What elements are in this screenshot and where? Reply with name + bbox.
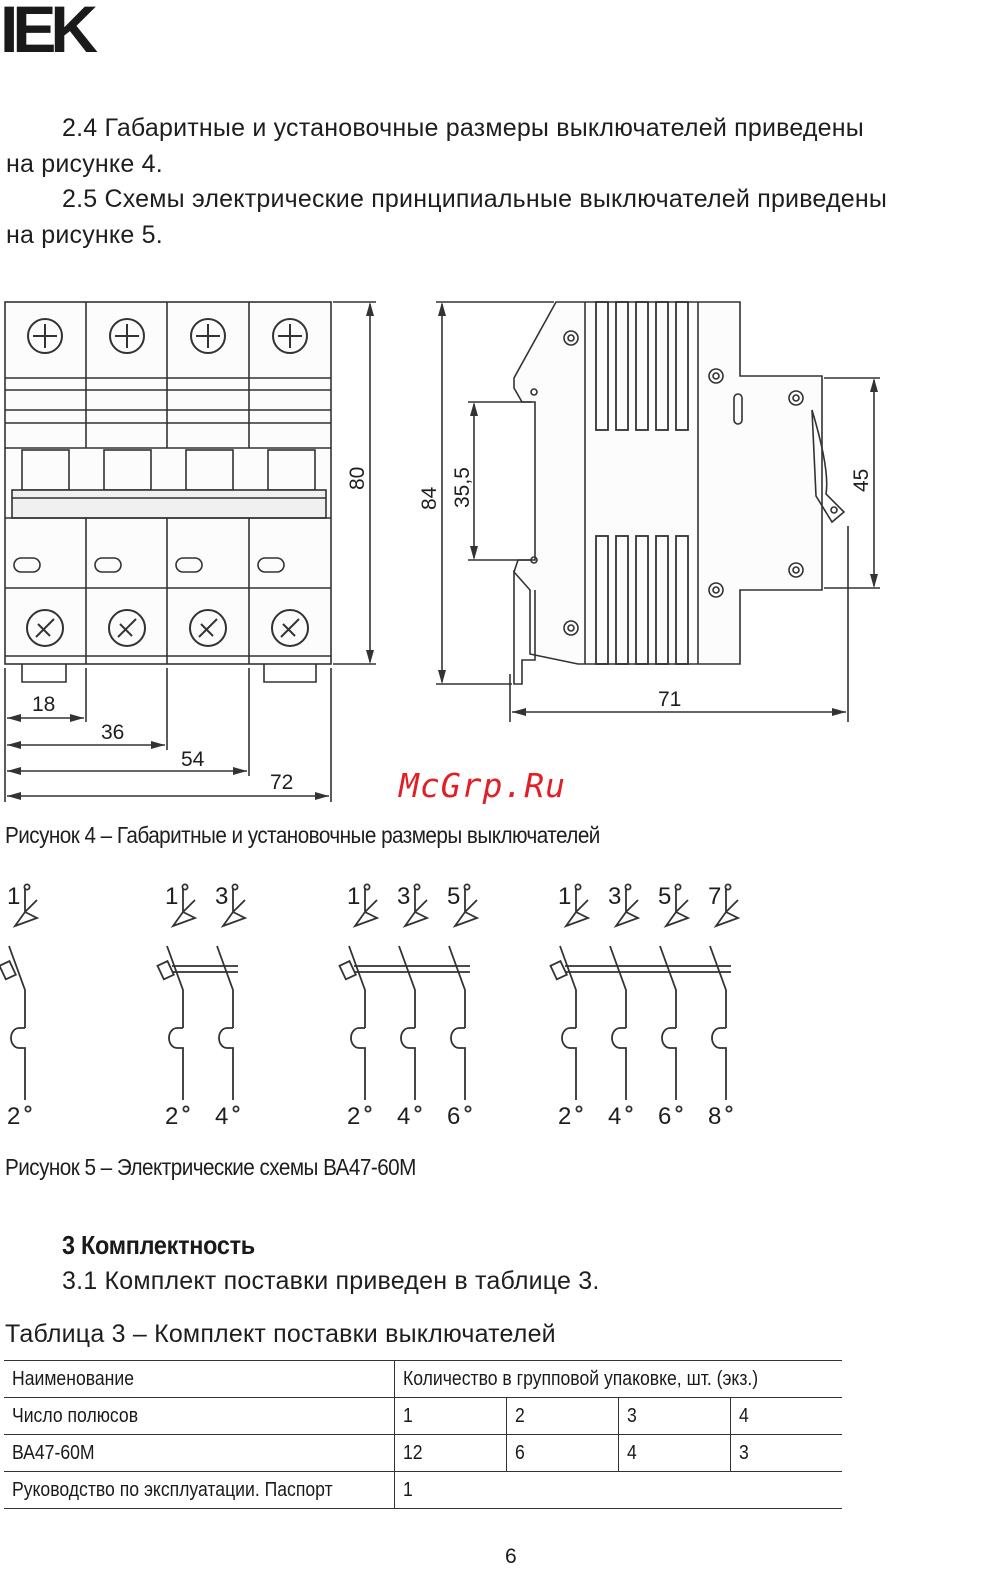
table-row: Число полюсов 1 2 3 4 xyxy=(4,1397,842,1435)
table-cell: 1 xyxy=(393,1397,506,1435)
table-cell: 12 xyxy=(393,1434,506,1472)
pole-label-bottom: 4 xyxy=(215,1103,228,1130)
dim-45: 45 xyxy=(850,469,873,492)
paragraph-2-4: 2.4 Габаритные и установочные размеры вы… xyxy=(6,110,864,182)
kit-table: Наименование Количество в групповой упак… xyxy=(4,1360,842,1509)
section-3-heading: 3 Комплектность xyxy=(62,1230,255,1260)
pole-label-bottom: 6 xyxy=(447,1103,460,1130)
table-cell: 2 xyxy=(505,1397,618,1435)
dim-72: 72 xyxy=(270,771,293,794)
table-cell: 4 xyxy=(617,1434,730,1472)
paragraph-2-5-line1: 2.5 Схемы электрические принципиальные в… xyxy=(62,185,888,213)
paragraph-2-5: 2.5 Схемы электрические принципиальные в… xyxy=(6,181,887,253)
pole-label-bottom: 2 xyxy=(7,1103,20,1130)
paragraph-2-4-line1: 2.4 Габаритные и установочные размеры вы… xyxy=(62,114,864,142)
pole-label-bottom: 6 xyxy=(658,1103,671,1130)
paragraph-2-5-line2: на рисунке 5. xyxy=(6,221,163,249)
dim-84: 84 xyxy=(418,486,441,510)
dim-54: 54 xyxy=(181,748,205,771)
table-header-qty: Количество в групповой упаковке, шт. (эк… xyxy=(393,1360,842,1398)
figure-5-caption: Рисунок 5 – Электрические схемы ВА47-60М xyxy=(5,1154,416,1180)
table-row: ВА47-60М 12 6 4 3 xyxy=(4,1434,842,1472)
table-cell: 4 xyxy=(729,1397,842,1435)
iek-logo: IEK xyxy=(2,0,118,56)
table-cell-name: ВА47-60М xyxy=(4,1434,394,1472)
table-header-name: Наименование xyxy=(4,1360,394,1398)
table-cell-name: Руководство по эксплуатации. Паспорт xyxy=(4,1471,394,1509)
figure-4-caption: Рисунок 4 – Габаритные и установочные ра… xyxy=(5,822,600,848)
paragraph-3-1-text: 3.1 Комплект поставки приведен в таблице… xyxy=(62,1267,600,1295)
dim-80: 80 xyxy=(346,467,369,490)
dim-35-5: 35,5 xyxy=(451,467,474,508)
scheme: 1 2 3 4 5 6 7 8 xyxy=(549,883,741,1130)
pole-label-bottom: 2 xyxy=(347,1103,360,1130)
pole-label-top: 3 xyxy=(397,883,410,910)
table-3-title: Таблица 3 – Комплект поставки выключател… xyxy=(5,1320,556,1348)
front-view-drawing: 18 36 54 72 80 xyxy=(4,301,376,802)
pole-label-bottom: 4 xyxy=(608,1103,621,1130)
pole-label-top: 3 xyxy=(215,883,228,910)
table-header-row: Наименование Количество в групповой упак… xyxy=(4,1360,842,1398)
pole-label-top: 3 xyxy=(608,883,621,910)
pole-label-top: 7 xyxy=(708,883,721,910)
table-cell: 3 xyxy=(729,1434,842,1472)
pole-label-bottom: 4 xyxy=(397,1103,410,1130)
paragraph-3-1: 3.1 Комплект поставки приведен в таблице… xyxy=(6,1263,600,1299)
scheme: 12 xyxy=(0,883,40,1130)
dim-18: 18 xyxy=(32,693,55,716)
logo-text: IEK xyxy=(2,0,98,56)
table-cell: 3 xyxy=(617,1397,730,1435)
dim-71: 71 xyxy=(658,688,681,711)
scheme: 1 2 3 4 xyxy=(156,883,248,1130)
pole-label-bottom: 8 xyxy=(708,1103,721,1130)
watermark: McGrp.Ru xyxy=(399,766,566,805)
dim-36: 36 xyxy=(101,721,124,744)
table-row: Руководство по эксплуатации. Паспорт 1 xyxy=(4,1471,842,1509)
pole-label-bottom: 2 xyxy=(558,1103,571,1130)
pole-label-top: 5 xyxy=(658,883,671,910)
pole-label-top: 1 xyxy=(165,883,178,910)
table-cell: 1 xyxy=(393,1471,842,1509)
table-cell: 6 xyxy=(505,1434,618,1472)
scheme: 1 2 3 4 5 6 xyxy=(338,883,480,1130)
pole-label-bottom: 2 xyxy=(165,1103,178,1130)
table-cell-name: Число полюсов xyxy=(4,1397,394,1435)
pole-label-top: 1 xyxy=(558,883,571,910)
page-number: 6 xyxy=(505,1545,517,1568)
pole-label-top: 1 xyxy=(7,883,20,910)
pole-label-top: 1 xyxy=(347,883,360,910)
pole-label-top: 5 xyxy=(447,883,460,910)
paragraph-2-4-line2: на рисунке 4. xyxy=(6,150,163,178)
side-view-drawing: 84 35,5 45 71 xyxy=(418,301,880,722)
